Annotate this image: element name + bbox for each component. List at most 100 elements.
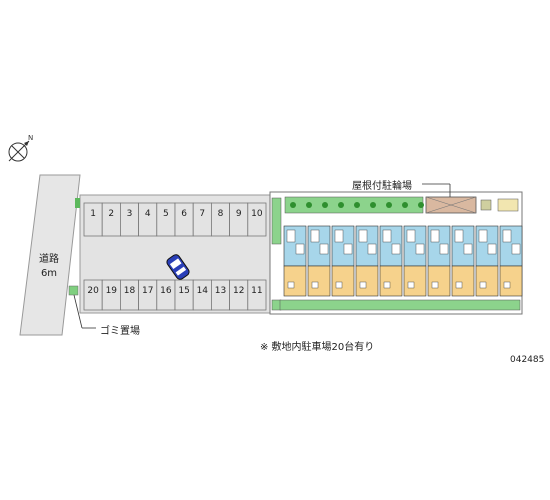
hedge-left — [271, 197, 282, 245]
unit-lower — [331, 265, 355, 297]
unit-lower — [283, 265, 307, 297]
unit-fixture — [431, 281, 439, 289]
tree — [370, 202, 376, 208]
parking-stall-number: 13 — [215, 286, 226, 296]
unit-room — [454, 229, 464, 243]
property-code: 042485 — [510, 355, 545, 365]
parking-stall-number: 12 — [233, 286, 244, 296]
unit-room — [511, 243, 521, 255]
unit-fixture — [335, 281, 343, 289]
parking-stall — [120, 202, 140, 237]
parking-stall-number: 20 — [87, 286, 99, 296]
svg-text:N: N — [28, 134, 33, 142]
parking-stall — [83, 202, 103, 237]
tree — [418, 202, 424, 208]
parking-stall-number: 8 — [218, 209, 224, 219]
unit-room — [310, 229, 320, 243]
parking-stall-number: 17 — [142, 286, 153, 296]
compass-icon: N — [8, 134, 33, 162]
unit-fixture — [311, 281, 319, 289]
unit-lower — [451, 265, 475, 297]
unit-room — [415, 243, 425, 255]
parking-stall-number: 1 — [90, 209, 96, 219]
tree — [322, 202, 328, 208]
parking-stall-number: 19 — [106, 286, 118, 296]
parking-stall — [229, 202, 249, 237]
road-name: 道路 — [39, 254, 59, 265]
tree — [386, 202, 392, 208]
parking-stall-number: 5 — [163, 209, 169, 219]
road-label: 道路 6m — [34, 253, 64, 281]
garbage-area — [68, 285, 79, 296]
parking-stall-number: 16 — [160, 286, 172, 296]
parking-stall-number: 15 — [178, 286, 189, 296]
garbage-leader — [73, 294, 83, 329]
garbage-label: ゴミ置場 — [100, 326, 140, 337]
unit-lower — [427, 265, 451, 297]
unit-room — [463, 243, 473, 255]
unit-room — [367, 243, 377, 255]
parking-stall-number: 11 — [251, 286, 262, 296]
unit-room — [286, 229, 296, 243]
unit-room — [343, 243, 353, 255]
unit-room — [430, 229, 440, 243]
unit-lower — [379, 265, 403, 297]
unit-fixture — [287, 281, 295, 289]
unit-lower — [475, 265, 499, 297]
tree — [402, 202, 408, 208]
unit-fixture — [359, 281, 367, 289]
road-width: 6m — [40, 268, 58, 279]
parking-stalls-bottom: 20 19 18 17 16 15 14 13 12 11 — [83, 279, 267, 311]
parking-stall-number: 9 — [236, 209, 242, 219]
unit-lower — [355, 265, 379, 297]
parking-stall-number: 14 — [197, 286, 209, 296]
unit-lower — [403, 265, 427, 297]
tree — [306, 202, 312, 208]
unit-fixture — [503, 281, 511, 289]
unit-room — [478, 229, 488, 243]
tree — [290, 202, 296, 208]
unit-room — [295, 243, 305, 255]
parking-stall-number: 7 — [199, 209, 205, 219]
apartment-units — [283, 225, 523, 297]
tree — [354, 202, 360, 208]
unit-room — [319, 243, 329, 255]
parking-stall-number: 6 — [181, 209, 187, 219]
parking-stall-number: 18 — [124, 286, 136, 296]
unit-room — [439, 243, 449, 255]
unit-lower — [307, 265, 331, 297]
parking-stall-number: 10 — [251, 209, 263, 219]
parking-stall — [138, 202, 158, 237]
unit-lower — [499, 265, 523, 297]
unit-fixture — [479, 281, 487, 289]
parking-stall-number: 2 — [108, 209, 114, 219]
unit-room — [406, 229, 416, 243]
greenery — [75, 198, 80, 208]
unit-fixture — [383, 281, 391, 289]
parking-stall-number: 3 — [127, 209, 133, 219]
unit-fixture — [407, 281, 415, 289]
bike-parking-label: 屋根付駐輪場 — [352, 181, 412, 192]
parking-stall — [156, 202, 176, 237]
parking-stall-number: 4 — [145, 209, 151, 219]
parking-stall — [101, 202, 121, 237]
unit-room — [358, 229, 368, 243]
unit-room — [391, 243, 401, 255]
hedge-bottom — [279, 299, 521, 311]
unit-room — [502, 229, 512, 243]
road — [19, 174, 81, 336]
unit-room — [382, 229, 392, 243]
parking-stall — [174, 202, 194, 237]
parking-stall — [247, 279, 267, 311]
tree — [338, 202, 344, 208]
parking-note: ※ 敷地内駐車場20台有り — [260, 342, 375, 353]
unit-room — [487, 243, 497, 255]
unit-fixture — [455, 281, 463, 289]
unit-room — [334, 229, 344, 243]
parking-stall — [192, 202, 212, 237]
parking-stall — [247, 202, 267, 237]
parking-stall — [210, 202, 230, 237]
car-icon — [166, 254, 190, 280]
parking-stalls-top: 1 2 3 4 5 6 7 8 9 10 — [83, 202, 267, 237]
